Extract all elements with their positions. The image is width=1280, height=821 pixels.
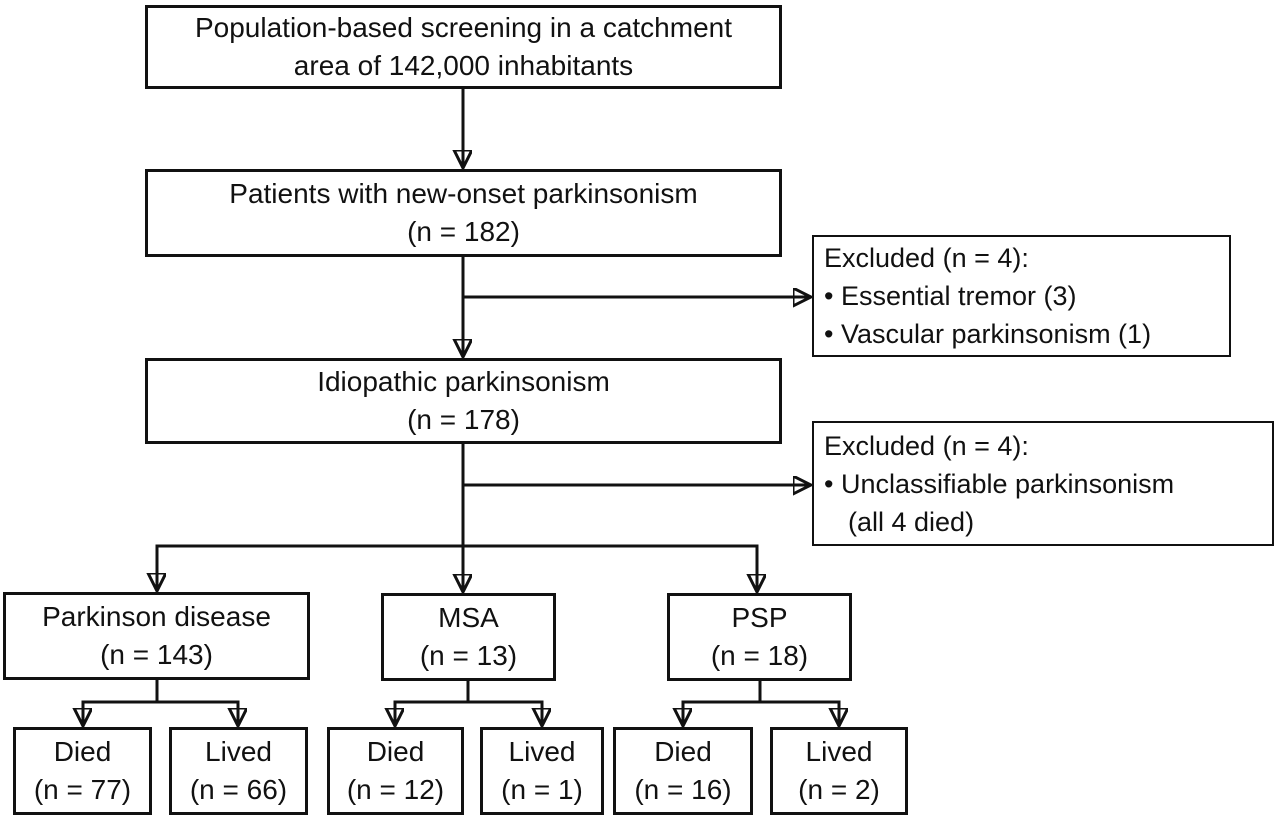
excluded2-bullet-unclassifiable: • Unclassifiable parkinsonism [824, 468, 1175, 499]
connector-idiopathic-to-diagnosis-branches [157, 442, 757, 590]
box-msa-lived: Lived (n = 1) [480, 727, 604, 815]
box-new-onset-line1: Patients with new-onset parkinsonism [229, 178, 698, 209]
box-new-onset-count: (n = 182) [407, 216, 520, 247]
box-pd-lived: Lived (n = 66) [169, 727, 308, 815]
excluded1-title: Excluded (n = 4): [824, 243, 1029, 273]
box-psp: PSP (n = 18) [667, 593, 852, 681]
box-psp-label: PSP [731, 602, 788, 633]
box-msa-died-label: Died [366, 736, 425, 767]
box-pd-count: (n = 143) [100, 639, 213, 670]
connector-psp-split [683, 679, 839, 724]
box-pd-died-count: (n = 77) [33, 774, 132, 805]
box-new-onset-parkinsonism: Patients with new-onset parkinsonism (n … [145, 169, 782, 257]
box-psp-lived-count: (n = 2) [798, 774, 880, 805]
box-msa-lived-label: Lived [508, 736, 576, 767]
box-excluded-unclassifiable: Excluded (n = 4): • Unclassifiable parki… [812, 421, 1274, 546]
excluded2-bullet-continuation: (all 4 died) [848, 506, 975, 537]
box-screening-line1: Population-based screening in a catchmen… [194, 12, 732, 43]
box-msa-label: MSA [438, 602, 499, 633]
excluded1-bullet-vascular: • Vascular parkinsonism (1) [824, 319, 1152, 349]
box-pd-lived-count: (n = 66) [189, 774, 288, 805]
box-psp-died-count: (n = 16) [634, 774, 732, 805]
connector-msa-split [395, 679, 542, 724]
box-msa-died-count: (n = 12) [346, 774, 445, 805]
box-parkinson-disease: Parkinson disease (n = 143) [3, 592, 310, 680]
excluded2-title: Excluded (n = 4): [824, 430, 1029, 461]
box-idiopathic-count: (n = 178) [407, 404, 520, 435]
box-msa-lived-count: (n = 1) [501, 774, 583, 805]
box-psp-lived: Lived (n = 2) [770, 727, 908, 815]
box-msa-count: (n = 13) [419, 640, 518, 671]
box-psp-died: Died (n = 16) [613, 727, 753, 815]
box-pd-lived-label: Lived [205, 736, 272, 767]
box-msa-died: Died (n = 12) [327, 727, 464, 815]
box-idiopathic-line1: Idiopathic parkinsonism [317, 366, 610, 397]
box-screening: Population-based screening in a catchmen… [145, 5, 782, 89]
box-pd-label: Parkinson disease [42, 601, 271, 632]
box-psp-lived-label: Lived [805, 736, 873, 767]
box-pd-died: Died (n = 77) [13, 727, 152, 815]
box-excluded-tremor-vascular: Excluded (n = 4): • Essential tremor (3)… [812, 235, 1231, 357]
box-screening-line2: area of 142,000 inhabitants [293, 50, 634, 81]
box-psp-died-label: Died [654, 736, 712, 767]
box-msa: MSA (n = 13) [381, 593, 556, 681]
excluded1-bullet-essential-tremor: • Essential tremor (3) [824, 281, 1077, 311]
connector-parkinson-disease-split [83, 678, 238, 724]
box-psp-count: (n = 18) [710, 640, 809, 671]
box-pd-died-label: Died [53, 736, 112, 767]
box-idiopathic-parkinsonism: Idiopathic parkinsonism (n = 178) [145, 358, 782, 444]
